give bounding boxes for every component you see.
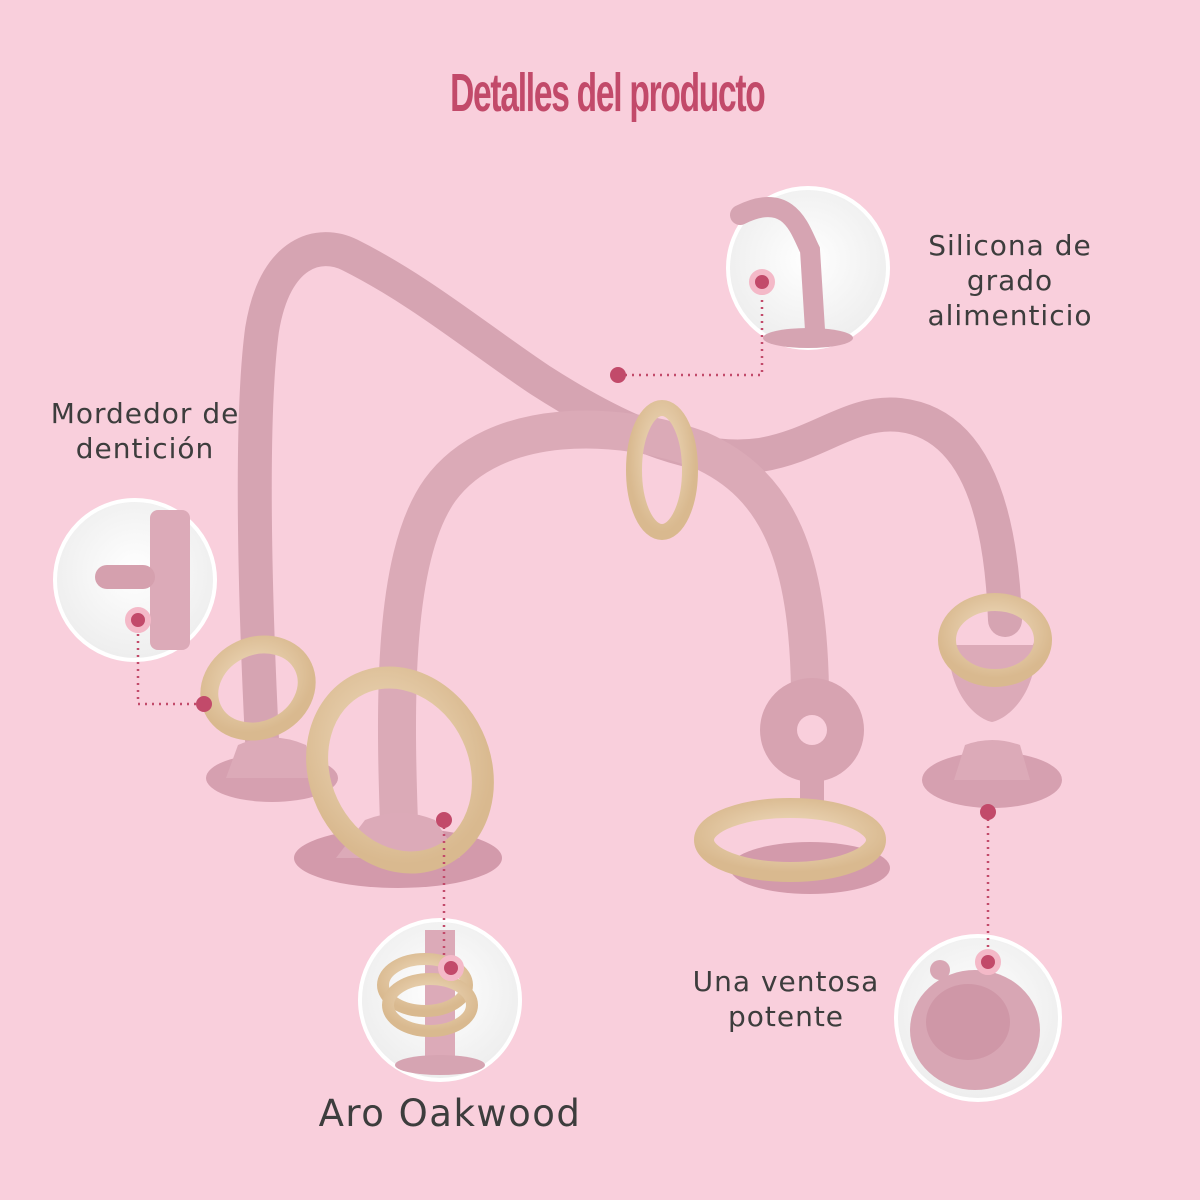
detail-circle-suction	[894, 934, 1062, 1102]
callout-teether: Mordedor de dentición	[40, 396, 250, 466]
connector-lines	[136, 282, 990, 965]
callout-silicone-line1: Silicona de	[928, 229, 1092, 262]
wood-ring-right	[938, 593, 1052, 687]
callout-silicone: Silicona de grado alimenticio	[910, 228, 1110, 333]
callout-suction: Una ventosa potente	[676, 964, 896, 1034]
callout-silicone-line2: grado	[966, 264, 1054, 297]
marker-suction	[975, 949, 1001, 975]
detail-circle-teether	[53, 498, 217, 662]
marker-silicone	[749, 269, 775, 295]
marker-oak-top	[436, 812, 452, 828]
marker-oak	[438, 955, 464, 981]
marker-teether-end	[196, 696, 212, 712]
callout-teether-line2: dentición	[75, 432, 215, 465]
front-arch	[377, 410, 829, 869]
detail-circle-silicone	[726, 186, 890, 350]
page-title: Detalles del producto	[450, 63, 766, 123]
callout-teether-line1: Mordedor de	[50, 397, 240, 430]
callout-oak: Aro Oakwood	[318, 1092, 582, 1135]
wood-ring-front	[306, 666, 494, 874]
wood-ring-top	[626, 400, 698, 540]
markers	[125, 269, 1001, 981]
marker-teether	[125, 607, 151, 633]
detail-circle-oak	[358, 918, 522, 1082]
callout-silicone-line3: alimenticio	[927, 299, 1093, 332]
back-arch	[237, 232, 1022, 757]
marker-suction-top	[980, 804, 996, 820]
marker-silicone-end	[610, 367, 626, 383]
callout-suction-line2: potente	[727, 1000, 845, 1033]
callout-suction-line1: Una ventosa	[692, 965, 880, 998]
wood-ring-flat	[694, 798, 886, 882]
wood-ring-left	[200, 635, 316, 741]
